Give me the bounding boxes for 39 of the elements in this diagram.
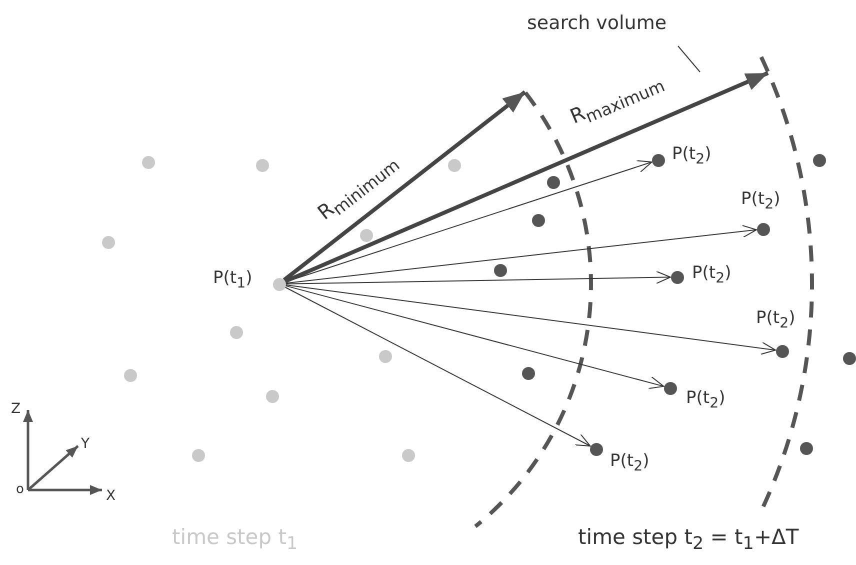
arrow	[284, 286, 591, 446]
particle-dot	[448, 158, 460, 172]
arrow	[284, 284, 776, 355]
particle-dot	[800, 442, 812, 454]
point-label: P(t$_{2}$)	[610, 451, 650, 476]
point-label: P(t$_{1}$)	[213, 268, 252, 294]
arrow	[284, 224, 758, 284]
particle-dot	[256, 158, 268, 172]
particle-dot	[124, 368, 136, 382]
axis-label: o	[16, 482, 24, 497]
point-label: P(t$_{2}$)	[692, 263, 732, 288]
point-label: P(t$_{2}$)	[686, 388, 726, 414]
callout-text: search volume	[527, 12, 667, 34]
axis-label: Y	[81, 436, 90, 452]
point-label: P(t$_{2}$)	[741, 189, 780, 214]
particle-dot	[378, 350, 392, 362]
axis-label: X	[106, 488, 116, 504]
point-label: P(t$_{2}$)	[756, 308, 796, 334]
particle-dot	[522, 366, 534, 380]
point-label: P(t$_{2}$)	[672, 144, 712, 170]
caption-text: time step t$_{2}$ = t$_{1}$+ΔT	[578, 525, 799, 554]
particle-dot	[812, 154, 826, 166]
particle-dot	[494, 264, 506, 276]
particle-dot	[546, 176, 560, 188]
leader-line	[678, 46, 700, 72]
particle-dot	[102, 236, 114, 248]
particle-dot	[360, 228, 372, 242]
axis-label: Z	[11, 401, 21, 417]
particle-dot	[532, 214, 544, 226]
particle-dot	[192, 448, 204, 462]
arrow	[285, 270, 671, 284]
arrow	[284, 285, 664, 390]
particle-dot	[230, 326, 242, 338]
particle-dot	[842, 352, 856, 364]
arrow	[284, 71, 769, 284]
particle-dot	[142, 156, 154, 168]
particle-dot	[266, 390, 278, 402]
arrow	[282, 90, 526, 282]
particle-dot	[402, 448, 414, 462]
